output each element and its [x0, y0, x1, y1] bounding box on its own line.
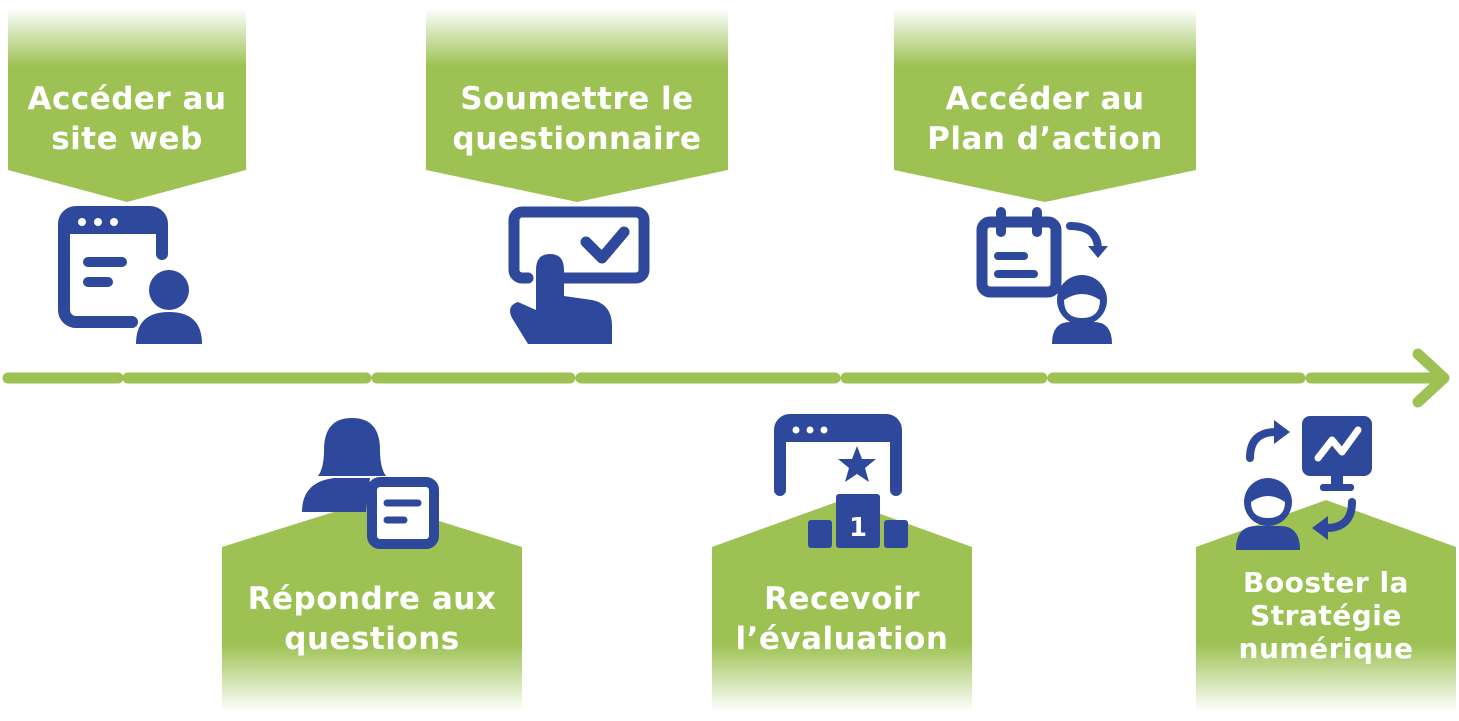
step-1-label-line-2: site web: [51, 121, 203, 157]
step-6-label-line-1: Booster la: [1243, 566, 1409, 599]
step-5-label: Accéder au Plan d’action: [894, 79, 1196, 159]
svg-text:1: 1: [849, 513, 867, 543]
step-6-label-line-3: numérique: [1238, 632, 1414, 665]
step-4-label-line-1: Recevoir: [764, 581, 920, 617]
touch-screen-check-icon: [508, 206, 650, 344]
banner-step-3: [426, 8, 728, 202]
step-3-label-line-2: questionnaire: [452, 121, 702, 157]
banner-step-2: [222, 500, 522, 712]
user-growth-monitor-icon: [1236, 416, 1372, 550]
website-podium-star-icon: 1: [774, 414, 908, 548]
step-6-label: Booster la Stratégie numérique: [1196, 566, 1456, 665]
step-2-label-line-2: questions: [284, 621, 460, 657]
banner-step-1: [8, 8, 246, 202]
step-3-label: Soumettre le questionnaire: [426, 79, 728, 159]
person-form-icon: [302, 418, 439, 549]
banner-step-4: [712, 500, 972, 712]
banner-step-6: [1196, 500, 1456, 712]
step-4-label-line-2: l’évaluation: [735, 621, 949, 657]
step-5-label-line-1: Accéder au: [945, 81, 1145, 117]
step-3-label-line-1: Soumettre le: [460, 81, 694, 117]
step-6-label-line-2: Stratégie: [1250, 599, 1402, 632]
calendar-plan-user-icon: [976, 207, 1112, 344]
step-1-label: Accéder au site web: [8, 79, 246, 159]
step-2-label: Répondre aux questions: [222, 579, 522, 659]
timeline-arrow: [2, 348, 1450, 408]
website-user-icon: [58, 206, 202, 344]
banner-step-5: [894, 8, 1196, 202]
step-4-label: Recevoir l’évaluation: [712, 579, 972, 659]
step-5-label-line-2: Plan d’action: [927, 121, 1163, 157]
step-2-label-line-1: Répondre aux: [247, 581, 497, 617]
step-1-label-line-1: Accéder au: [27, 81, 227, 117]
